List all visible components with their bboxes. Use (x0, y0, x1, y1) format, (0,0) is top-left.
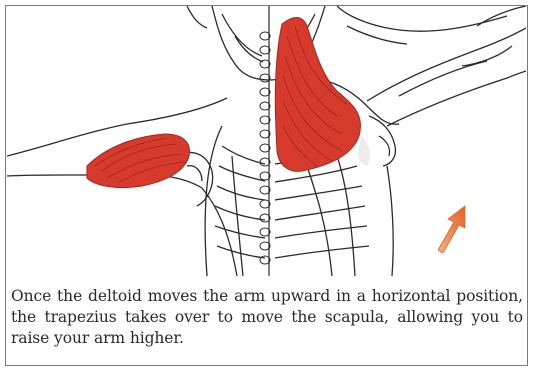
scapula-shading (358, 136, 370, 166)
up-right-arrow-icon (438, 206, 465, 253)
trapezius-muscle (275, 18, 360, 172)
figure-caption: Once the deltoid moves the arm upward in… (11, 286, 523, 349)
spine (260, 6, 270, 276)
deltoid-muscle (87, 134, 190, 188)
back-muscles-illustration (7, 6, 526, 276)
